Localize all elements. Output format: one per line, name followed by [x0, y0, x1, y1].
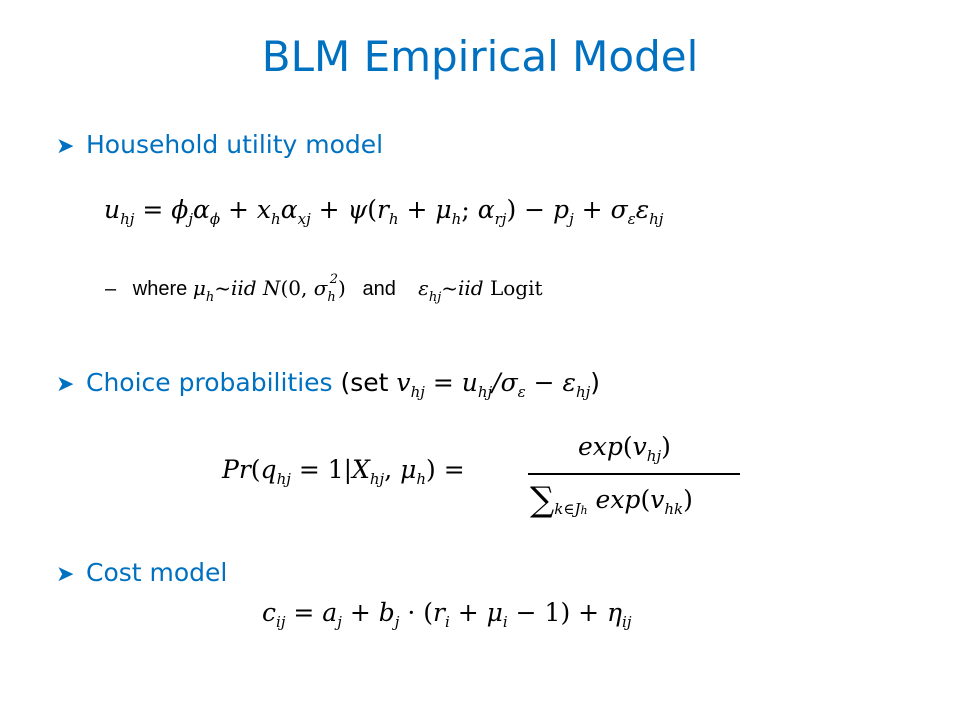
- bullet-cost-model: ➤ Cost model: [56, 558, 227, 587]
- arrow-bullet-icon: ➤: [56, 372, 75, 397]
- arrow-bullet-icon: ➤: [56, 134, 75, 159]
- utility-equation: uhj = ϕjαϕ + xhαxj + ψ(rh + μh; αrj) − p…: [104, 195, 664, 228]
- bullet-household-utility: ➤ Household utility model: [56, 130, 383, 159]
- slide-title: BLM Empirical Model: [261, 32, 699, 81]
- bullet-choice-probabilities: ➤ Choice probabilities (set vhj = uhj/σε …: [56, 368, 601, 401]
- dash: –: [105, 278, 117, 300]
- bullet-label: Choice probabilities: [86, 368, 333, 397]
- and-word: and: [362, 278, 396, 300]
- fraction-denominator: ∑k∈Jh exp(vhk): [530, 480, 693, 520]
- arrow-bullet-icon: ➤: [56, 562, 75, 587]
- logit-word: Logit: [489, 276, 543, 300]
- fraction-bar: [528, 473, 740, 475]
- probability-lhs: Pr(qhj = 1|Xhj, μh) =: [222, 455, 465, 488]
- bullet-suffix: (set: [340, 368, 389, 397]
- epsilon-distribution: εhj~iid Logit: [418, 276, 543, 305]
- bullet-label: Cost model: [86, 558, 228, 587]
- mu-distribution: μh~iid N(0, σh2): [192, 272, 346, 305]
- where-line: – where μh~iid N(0, σh2) and εhj~iid Log…: [105, 272, 543, 305]
- cost-equation: cij = aj + bj · (ri + μi − 1) + ηij: [262, 598, 632, 631]
- bullet-label: Household utility model: [86, 130, 384, 159]
- set-expression: vhj = uhj/σε − εhj: [388, 368, 591, 401]
- where-word: where: [132, 278, 188, 300]
- fraction-numerator: exp(vhj): [578, 432, 671, 465]
